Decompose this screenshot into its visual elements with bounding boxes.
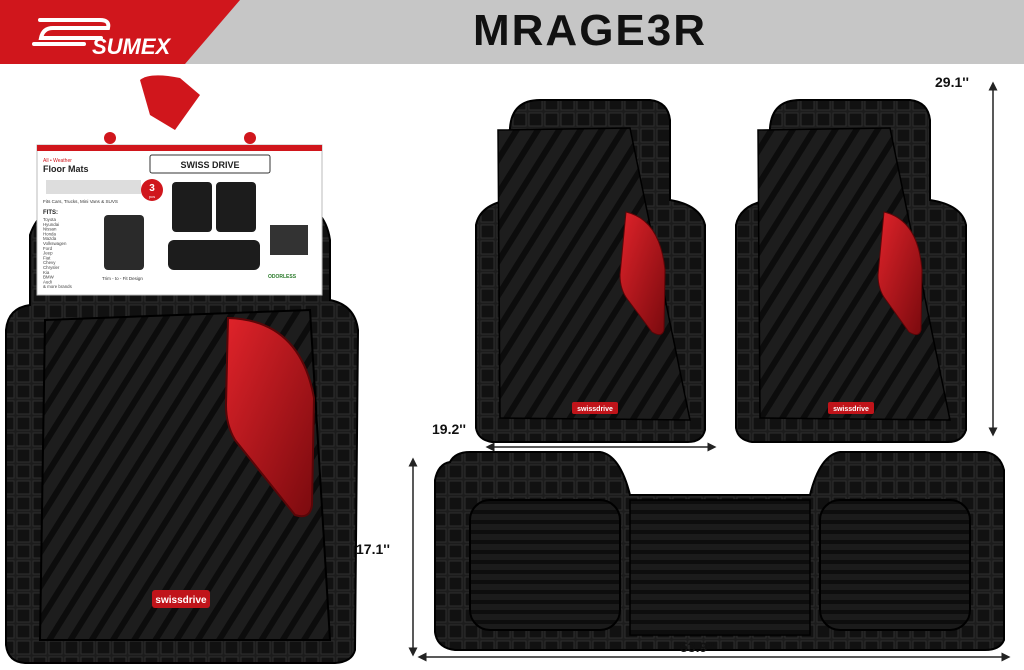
front-mat-driver: swissdrive bbox=[475, 99, 706, 443]
hanger-hook bbox=[140, 75, 200, 130]
package-pieces-number: 3 bbox=[149, 183, 155, 194]
package-make-item: Nissan bbox=[43, 227, 57, 232]
model-number: MRAGE3R bbox=[472, 6, 708, 55]
package-make-item: Audi bbox=[43, 279, 52, 284]
package-brand: SWISS DRIVE bbox=[180, 160, 239, 170]
brand-name: SUMEX bbox=[92, 34, 172, 59]
package-tagline: All • Weather bbox=[43, 158, 72, 164]
package-makes-list: ToyotaHyundaiNissanHondaMazdaVolkswagenF… bbox=[43, 217, 73, 289]
mat-logo-text: swissdrive bbox=[155, 595, 207, 606]
sumex-logo: SUMEX bbox=[0, 0, 240, 64]
mat-logo-text-driver: swissdrive bbox=[577, 406, 613, 413]
package-make-item: Ford bbox=[43, 246, 53, 251]
mat-logo-text-passenger: swissdrive bbox=[833, 406, 869, 413]
rear-mat bbox=[434, 451, 1005, 651]
package-make-item: Fiat bbox=[43, 255, 51, 260]
package-make-item: Hyundai bbox=[43, 222, 59, 227]
package-title: Floor Mats bbox=[43, 164, 89, 174]
package-make-item: & more brands bbox=[43, 284, 73, 289]
front-mat-passenger: swissdrive bbox=[735, 99, 967, 443]
package-make-item: Honda bbox=[43, 231, 56, 236]
package-pieces-unit: pcs bbox=[149, 194, 155, 199]
package-make-item: Toyota bbox=[43, 217, 56, 222]
package-make-item: Volkswagen bbox=[43, 241, 67, 246]
package-odorless: ODORLESS bbox=[268, 274, 297, 280]
package-fits-heading: FITS: bbox=[43, 210, 58, 216]
package-make-item: Chrysler bbox=[43, 265, 60, 270]
rear-height-label: 17.1'' bbox=[356, 541, 390, 557]
package-make-item: Jeep bbox=[43, 251, 53, 256]
package-make-item: Chevy bbox=[43, 260, 56, 265]
package-make-item: Mazda bbox=[43, 236, 57, 241]
package-fits-line: Fits Cars, Trucks, Mini Vans & SUVS bbox=[43, 199, 118, 204]
package-make-item: Kia bbox=[43, 270, 50, 275]
front-height-label: 29.1'' bbox=[935, 74, 969, 90]
rear-width-label: 53.9'' bbox=[680, 639, 714, 655]
mat-logo-badge bbox=[152, 590, 210, 608]
package-trim-label: Trim - to - Fit Design bbox=[102, 276, 143, 281]
heel-pad bbox=[224, 316, 316, 518]
front-width-label: 19.2'' bbox=[432, 421, 466, 437]
package-card: All • Weather Floor Mats SWISS DRIVE Fit… bbox=[36, 75, 323, 296]
package-make-item: BMW bbox=[43, 275, 55, 280]
front-mat-large: swissdrive bbox=[5, 199, 360, 664]
